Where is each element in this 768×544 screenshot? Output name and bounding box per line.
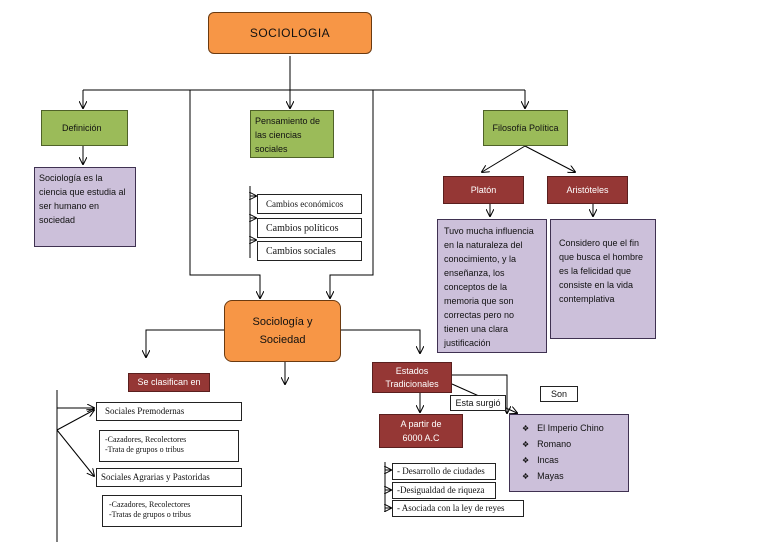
premodernas-items: -Cazadores, Recolectores -Trata de grupo… [99,430,239,462]
agrarias-node: Sociales Agrarias y Pastoridas [96,468,242,487]
arrow-estados [341,329,420,353]
premodernas-item: -Trata de grupos o tribus [105,445,184,454]
detalle-3: - Asociada con la ley de reyes [392,500,524,517]
frame-left [189,90,260,298]
root-node: SOCIOLOGIA [208,12,372,54]
aristoteles-text: Considero que el fin que busca el hombre… [550,219,656,339]
estados-node: Estados Tradicionales [372,362,452,393]
definicion-text: Sociología es la ciencia que estudia al … [34,167,136,247]
fecha-node: A partir de 6000 A.C [379,414,463,448]
cambio-politico: Cambios políticos [257,218,362,238]
arrow-platon [482,145,526,172]
ejemplo-item: Mayas [522,469,620,484]
agrarias-items: -Cazadores, Recolectores -Tratas de grup… [102,495,242,527]
cambio-social: Cambios sociales [257,241,362,261]
premodernas-item: -Cazadores, Recolectores [105,435,187,444]
cambio-economico: Cambios económicos [257,194,362,214]
frame-right [330,90,374,298]
detalle-2: -Desigualdad de riqueza [392,482,496,499]
arrow-aristoteles [524,145,575,172]
aristoteles-node: Aristóteles [547,176,628,204]
definicion-node: Definición [41,110,128,146]
ejemplo-item: El Imperio Chino [522,421,620,436]
premodernas-node: Sociales Premodernas [96,402,242,421]
filosofia-node: Filosofía Política [483,110,568,146]
arrow-agrarias [56,429,94,476]
son-label: Son [540,386,578,402]
surgio-label: Esta surgió [450,395,506,411]
arrow-premod-items [56,410,94,431]
pensamiento-node: Pensamiento de las ciencias sociales [250,110,334,158]
clasifican-node: Se clasifican en [128,373,210,392]
arrow-son [452,374,507,413]
arrow-clasifican [146,329,224,357]
ejemplos-list: El Imperio Chino Romano Incas Mayas [522,421,620,484]
agrarias-item: -Tratas de grupos o tribus [109,510,191,519]
ejemplos-node: El Imperio Chino Romano Incas Mayas [509,414,629,492]
sociedad-node: Sociología y Sociedad [224,300,341,362]
detalle-1: - Desarrollo de ciudades [392,463,496,480]
platon-text: Tuvo mucha influencia en la naturaleza d… [437,219,547,353]
ejemplo-item: Incas [522,453,620,468]
ejemplo-item: Romano [522,437,620,452]
agrarias-item: -Cazadores, Recolectores [109,500,191,509]
platon-node: Platón [443,176,524,204]
